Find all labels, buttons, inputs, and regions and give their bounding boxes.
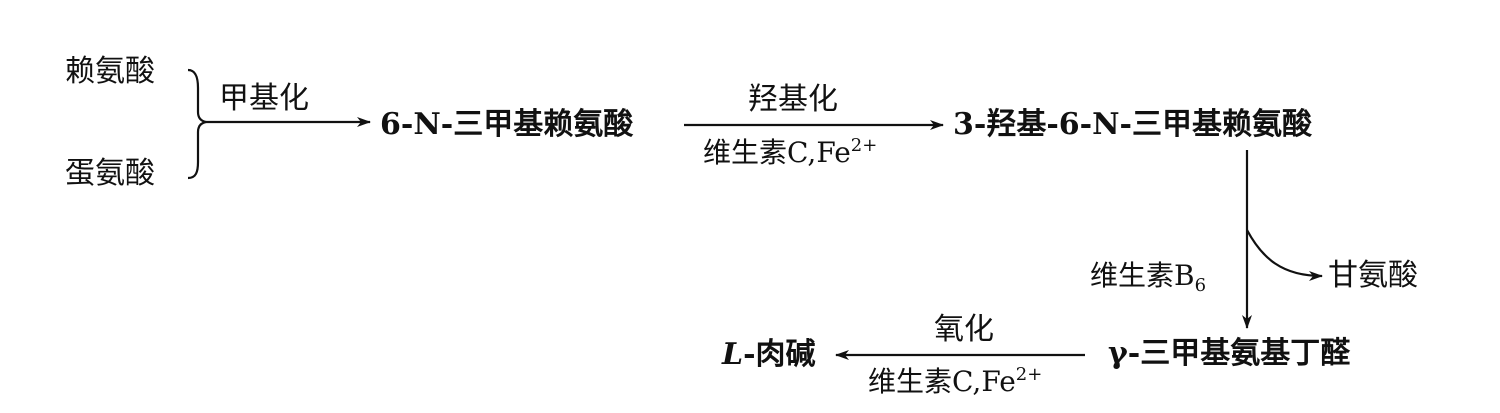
carnitine-prefix: L: [722, 337, 744, 372]
node-methionine: 蛋氨酸: [65, 156, 155, 191]
oxidation-cofactor-charge: 2+: [1015, 364, 1043, 385]
node-carnitine: L-肉碱: [722, 338, 816, 372]
label-hydroxylation: 羟基化: [748, 82, 838, 117]
vitamin-b6-text: 维生素B: [1090, 259, 1195, 292]
node-glycine: 甘氨酸: [1328, 258, 1418, 293]
node-trimethyllysine: 6-N-三甲基赖氨酸: [380, 107, 634, 142]
merge-brace: [187, 68, 207, 180]
label-methylation: 甲基化: [219, 81, 309, 116]
label-vitamin-b6: 维生素B6: [1090, 259, 1206, 295]
node-butyraldehyde: γ-三甲基氨基丁醛: [1108, 336, 1351, 371]
label-oxidation-cofactor: 维生素C,Fe2+: [868, 366, 1042, 398]
carnitine-suffix: -肉碱: [743, 337, 816, 372]
node-hydroxy-trimethyllysine: 3-羟基-6-N-三甲基赖氨酸: [953, 107, 1312, 142]
hydroxylation-cofactor-charge: 2+: [850, 135, 878, 156]
oxidation-cofactor-text: 维生素C,Fe: [868, 365, 1016, 398]
glycine-branch-arrow: [1246, 229, 1323, 281]
label-oxidation: 氧化: [934, 312, 994, 347]
node-lysine: 赖氨酸: [65, 54, 155, 89]
vitamin-b6-subscript: 6: [1194, 275, 1207, 296]
label-hydroxylation-cofactor: 维生素C,Fe2+: [703, 137, 877, 169]
hydroxylation-cofactor-text: 维生素C,Fe: [703, 136, 851, 169]
